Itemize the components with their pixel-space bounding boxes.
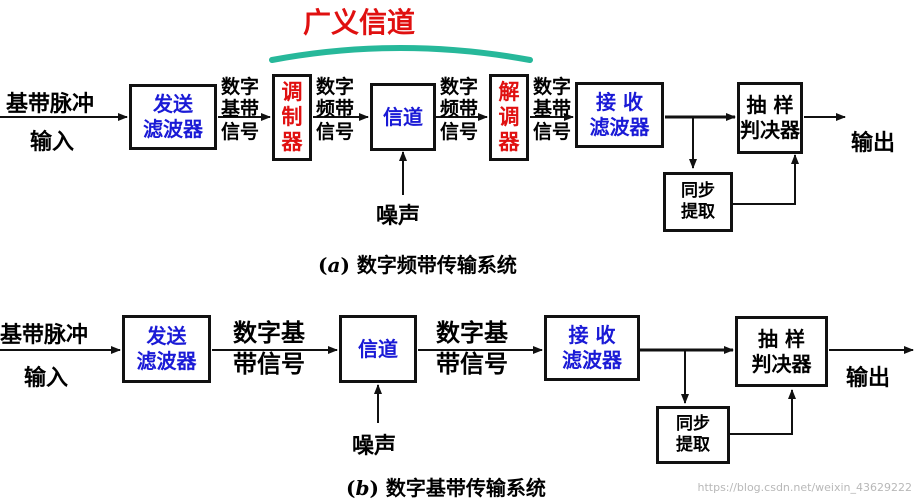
signal-label-b2: 数字基 带信号 (436, 318, 508, 380)
signal-label-a3-line3: 信号 (440, 120, 479, 143)
channel-block-b: 信道 (339, 315, 417, 383)
signal-label-b1-line2: 带信号 (233, 350, 305, 379)
modulator-block: 调 制 器 (272, 74, 312, 161)
signal-label-a4-line1: 数字 (533, 76, 572, 98)
signal-label-b2-line2: 带信号 (436, 350, 508, 379)
sync-a-line1: 同步 (681, 180, 715, 201)
caption-b: (b) 数字基带传输系统 (346, 476, 546, 500)
diagram-title: 广义信道 (303, 6, 416, 39)
caption-a-letter: a (327, 253, 341, 277)
input-label-b-line1: 基带脉冲 (0, 323, 89, 348)
generalized-channel-bracket (269, 45, 533, 63)
demodulator-char1: 解 (498, 80, 520, 105)
output-label-b: 输出 (846, 366, 891, 391)
tx-filter-block-b: 发送 滤波器 (122, 315, 211, 383)
rx-filter-block-b: 接 收 滤波器 (544, 315, 640, 381)
signal-label-a3-line1: 数字 (440, 76, 479, 98)
input-label-a-line2: 输入 (30, 130, 75, 155)
tx-filter-a-line1: 发送 (153, 92, 193, 116)
signal-label-a3: 数字 频带 信号 (440, 76, 478, 143)
signal-label-a2: 数字 频带 信号 (316, 76, 354, 143)
rx-filter-a-line1: 接 收 (596, 90, 643, 114)
output-label-a: 输出 (851, 131, 896, 156)
sync-b-line1: 同步 (676, 413, 710, 434)
decider-block-b: 抽 样 判决器 (735, 316, 828, 387)
decider-b-line2: 判决器 (751, 351, 812, 376)
demodulator-char3: 器 (498, 129, 520, 154)
decider-a-line1: 抽 样 (746, 93, 794, 117)
input-label-b-line2: 输入 (24, 366, 69, 391)
signal-label-a2-line1: 数字 (316, 76, 355, 98)
signal-label-a1: 数字 基带 信号 (221, 76, 259, 143)
signal-label-b1-line1: 数字基 (233, 319, 305, 347)
signal-label-b2-line1: 数字基 (436, 319, 508, 347)
caption-a: (a) 数字频带传输系统 (318, 253, 517, 277)
tx-filter-b-line1: 发送 (146, 324, 187, 348)
signal-label-a2-line2: 频带 (316, 98, 355, 121)
signal-label-a1-line3: 信号 (221, 120, 260, 143)
rx-filter-block-a: 接 收 滤波器 (575, 82, 664, 148)
tx-filter-block-a: 发送 滤波器 (129, 84, 217, 150)
caption-b-letter: b (355, 476, 370, 500)
decider-block-a: 抽 样 判决器 (737, 82, 803, 154)
input-label-a-line1: 基带脉冲 (6, 92, 95, 117)
modulator-char3: 器 (281, 129, 303, 154)
modulator-char1: 调 (281, 80, 303, 105)
signal-label-a4-line3: 信号 (533, 120, 572, 143)
caption-a-text: 数字频带传输系统 (356, 253, 517, 277)
sync-a-line2: 提取 (681, 202, 715, 222)
sync-block-a: 同步 提取 (663, 172, 733, 232)
signal-label-a4: 数字 基带 信号 (533, 76, 571, 143)
signal-label-a1-line2: 基带 (221, 98, 260, 121)
tx-filter-a-line2: 滤波器 (143, 117, 203, 141)
rx-filter-a-line2: 滤波器 (589, 115, 650, 139)
sync-b-line2: 提取 (676, 435, 710, 455)
channel-block-a: 信道 (370, 83, 436, 151)
signal-label-a2-line3: 信号 (316, 120, 355, 143)
rx-filter-b-line2: 滤波器 (562, 348, 622, 372)
demodulator-char2: 调 (498, 105, 520, 130)
signal-label-a1-line1: 数字 (221, 76, 260, 98)
sync-block-b: 同步 提取 (656, 406, 730, 464)
decider-a-line2: 判决器 (740, 118, 800, 142)
caption-b-text: 数字基带传输系统 (385, 476, 546, 500)
signal-label-b1: 数字基 带信号 (233, 318, 305, 380)
noise-label-b: 噪声 (352, 434, 397, 459)
demodulator-block: 解 调 器 (489, 74, 529, 161)
signal-label-a4-line2: 基带 (533, 98, 572, 121)
tx-filter-b-line2: 滤波器 (136, 349, 197, 373)
signal-label-a3-line2: 频带 (440, 98, 479, 121)
decider-b-line1: 抽 样 (758, 326, 805, 351)
rx-filter-b-line1: 接 收 (568, 323, 616, 347)
watermark: https://blog.csdn.net/weixin_43629222 (697, 481, 912, 494)
modulator-char2: 制 (281, 105, 303, 130)
noise-label-a: 噪声 (376, 204, 421, 229)
